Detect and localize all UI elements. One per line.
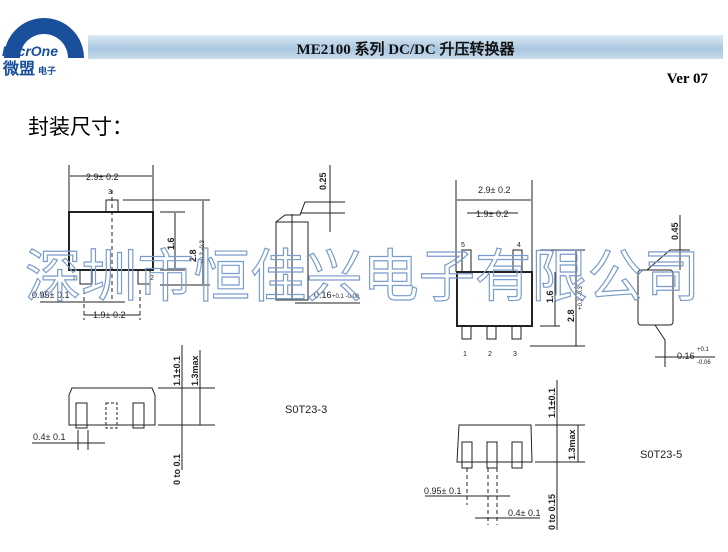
svg-text:+0.2 -0.3: +0.2 -0.3 (200, 239, 206, 264)
svg-text:+0.1: +0.1 (697, 347, 710, 353)
svg-text:4: 4 (517, 242, 521, 249)
svg-text:1.1±0.1: 1.1±0.1 (172, 356, 182, 386)
svg-text:0.25: 0.25 (318, 172, 328, 190)
svg-text:0 to 0.15: 0 to 0.15 (547, 494, 557, 530)
svg-text:1.6: 1.6 (545, 290, 555, 303)
svg-text:MicrOne: MicrOne (2, 43, 58, 59)
svg-text:1: 1 (72, 275, 76, 282)
svg-text:0.95± 0.1: 0.95± 0.1 (424, 486, 461, 496)
svg-text:0 to 0.1: 0 to 0.1 (172, 454, 182, 485)
svg-text:2.9± 0.2: 2.9± 0.2 (86, 172, 118, 182)
sot23-3-front-view: 1.1±0.1 1.3max 0 to 0.1 0.4± 0.1 S0T23-3 (32, 345, 327, 485)
svg-text:3: 3 (513, 351, 517, 358)
document-title: ME2100 系列 DC/DC 升压转换器 (296, 42, 515, 58)
sot23-5-top-view: 2.9± 0.2 1.9± 0.2 1 2 3 4 5 1.6 2.8 +0.2… (455, 180, 585, 358)
svg-text:1: 1 (463, 351, 467, 358)
svg-text:0.16: 0.16 (314, 290, 332, 300)
svg-text:2.8: 2.8 (188, 249, 198, 262)
svg-text:1.6: 1.6 (166, 237, 176, 250)
svg-text:2.8: 2.8 (566, 309, 576, 322)
svg-text:+0.2 -0.3: +0.2 -0.3 (578, 285, 584, 310)
version-label: Ver 07 (666, 71, 708, 87)
svg-text:2: 2 (150, 275, 154, 282)
sot23-5-side-view: 0.45 0.16 +0.1 -0.06 (637, 215, 715, 367)
svg-text:3: 3 (108, 189, 112, 196)
sot23-3-top-view: 2.9± 0.2 3 1 2 1.9± 0.2 0.95± 0.1 1.6 2.… (32, 165, 210, 320)
section-title: 封装尺寸： (28, 115, 133, 139)
svg-text:1.3max: 1.3max (567, 429, 577, 460)
sot23-3-side-view: 0.25 0.16 +0.1 -0.06 (275, 165, 360, 304)
svg-text:电子: 电子 (38, 65, 56, 76)
svg-text:S0T23-5: S0T23-5 (640, 449, 682, 461)
svg-text:2: 2 (488, 351, 492, 358)
header-bar: ME2100 系列 DC/DC 升压转换器 (88, 35, 723, 59)
svg-text:1.9± 0.2: 1.9± 0.2 (93, 310, 125, 320)
svg-text:0.16: 0.16 (677, 351, 695, 361)
svg-text:0.95± 0.1: 0.95± 0.1 (32, 290, 69, 300)
microne-logo: MicrOne 微盟 电子 (2, 18, 84, 78)
svg-text:+0.1 -0.06: +0.1 -0.06 (332, 294, 360, 300)
svg-text:-0.06: -0.06 (697, 360, 711, 366)
svg-text:0.4± 0.1: 0.4± 0.1 (33, 432, 65, 442)
svg-text:0.4± 0.1: 0.4± 0.1 (508, 508, 540, 518)
svg-text:0.45: 0.45 (670, 222, 680, 240)
svg-text:S0T23-3: S0T23-3 (285, 404, 327, 416)
sot23-5-front-view: 1.1±0.1 1.3max 0 to 0.15 0.95± 0.1 0.4± … (424, 380, 682, 530)
watermark: 深圳市恒佳兴电子有限公司 (25, 245, 700, 309)
svg-text:2.9± 0.2: 2.9± 0.2 (478, 185, 510, 195)
svg-text:微盟: 微盟 (2, 59, 35, 78)
svg-text:1.9± 0.2: 1.9± 0.2 (476, 209, 508, 219)
svg-text:1.3max: 1.3max (190, 355, 200, 386)
svg-text:5: 5 (461, 242, 465, 249)
svg-text:1.1±0.1: 1.1±0.1 (547, 388, 557, 418)
